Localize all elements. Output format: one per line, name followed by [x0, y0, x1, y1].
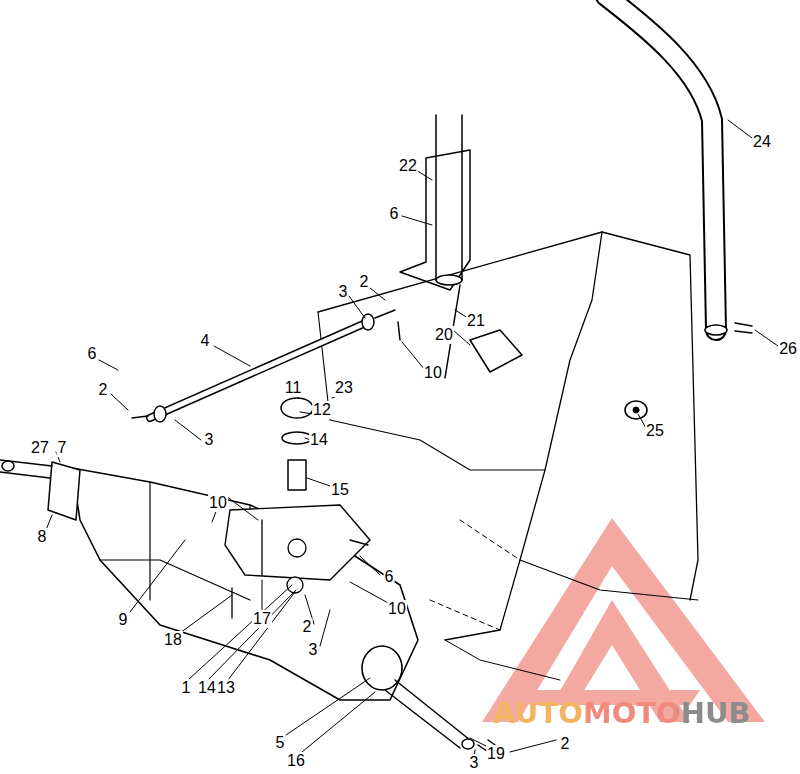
callout-number: 2: [560, 735, 571, 753]
callout-number: 10: [423, 364, 443, 382]
callout-number: 2: [302, 618, 313, 636]
callout-number: 4: [200, 332, 211, 350]
callout-number: 2: [359, 273, 370, 291]
callout-number: 14: [197, 679, 217, 697]
callout-number: 3: [469, 754, 480, 772]
callout-number: 15: [330, 481, 350, 499]
callout-number: 27: [30, 439, 50, 457]
callout-number: 12: [312, 401, 332, 419]
callout-number: 3: [204, 431, 215, 449]
callout-number: 2: [98, 381, 109, 399]
callout-number: 3: [308, 641, 319, 659]
callout-number: 20: [434, 326, 454, 344]
callout-number: 5: [275, 734, 286, 752]
callout-number: 18: [163, 631, 183, 649]
callout-number: 16: [286, 752, 306, 770]
callout-number: 6: [87, 345, 98, 363]
callout-number: 25: [645, 422, 665, 440]
callout-number: 8: [37, 528, 48, 546]
watermark: AUTOMOTOHUB: [493, 699, 750, 728]
callout-number: 14: [309, 431, 329, 449]
callout-number: 22: [398, 157, 418, 175]
callout-number: 26: [778, 340, 798, 358]
callout-number: 1: [181, 679, 192, 697]
callout-number: 7: [57, 439, 68, 457]
callout-number: 23: [334, 379, 354, 397]
callout-number: 10: [208, 494, 228, 512]
callout-number: 13: [216, 679, 236, 697]
callout-number: 9: [118, 611, 129, 629]
callout-number: 10: [387, 600, 407, 618]
callout-number: 11: [284, 379, 303, 397]
callout-number: 21: [466, 312, 486, 330]
callout-number: 24: [752, 133, 772, 151]
callout-number: 17: [252, 610, 272, 628]
callout-number: 6: [389, 205, 400, 223]
callout-number: 6: [384, 568, 395, 586]
callout-number: 3: [338, 283, 349, 301]
callout-number: 19: [486, 745, 506, 763]
